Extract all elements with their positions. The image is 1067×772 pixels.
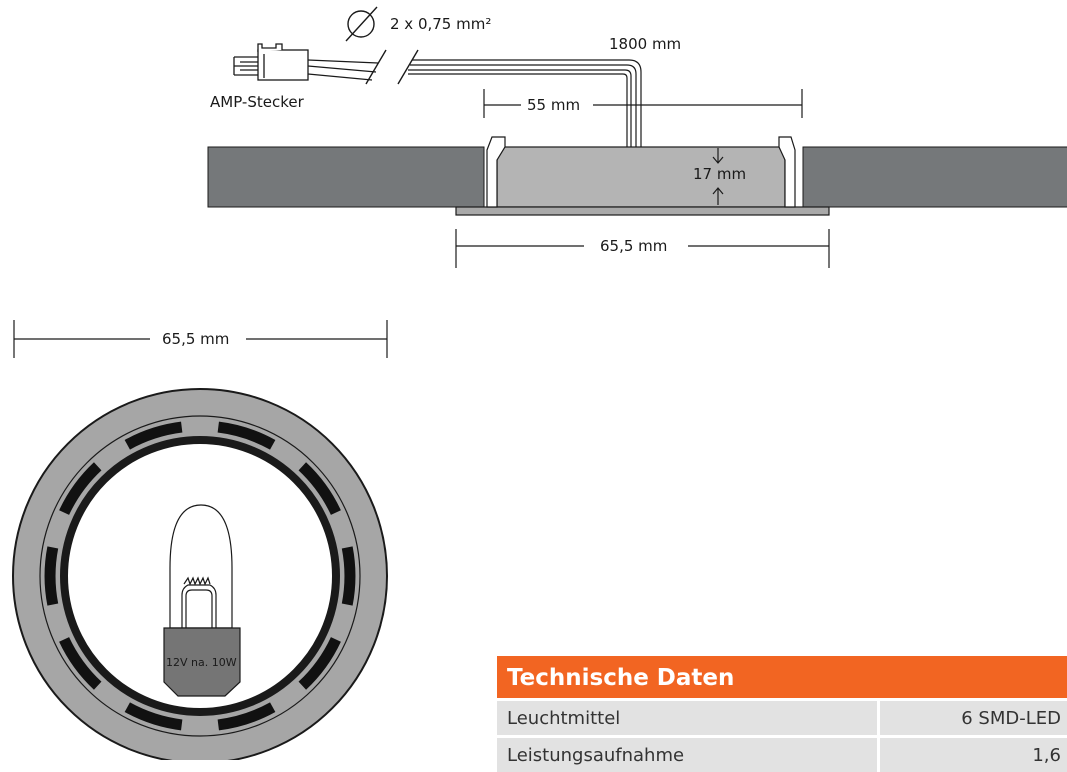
bulb-icon [163,504,241,697]
table-row: Leistungsaufnahme 1,6 [497,738,1067,772]
cable-spec-label: 2 x 0,75 mm² [390,15,491,33]
connector-and-cable [233,43,642,148]
led-slot [124,421,183,450]
table-row: Leuchtmittel 6 SMD-LED [497,701,1067,735]
dimension-55-lines [483,89,803,118]
outer-width-top-label: 65,5 mm [162,330,229,348]
technical-data-title: Technische Daten [497,656,1067,698]
led-slot [341,546,356,606]
light-housing [496,146,786,208]
spring-clip-left [486,136,506,208]
diameter-icon [345,6,378,42]
top-view: 65,5 mm 12V na. 10W [12,320,388,760]
led-slot [217,702,276,731]
outer-width-side-label: 65,5 mm [600,237,667,255]
led-slot [59,636,102,690]
row-label: Leistungsaufnahme [497,738,877,772]
dimension-17-arrows [712,148,724,205]
row-label: Leuchtmittel [497,701,877,735]
height-label: 17 mm [693,165,746,183]
mounting-panel-left [207,146,485,208]
cutout-width-label: 55 mm [527,96,580,114]
bulb-label: 12V na. 10W [166,656,237,669]
led-slot [59,462,102,516]
amp-connector-icon [233,43,309,81]
row-value: 1,6 [880,738,1067,772]
cable-length-label: 1800 mm [609,35,681,53]
led-slot [298,636,341,690]
side-view: 55 mm 17 mm 65,5 mm [207,89,1067,268]
led-slots [44,421,356,731]
led-slot [124,702,183,731]
led-slot [44,546,59,606]
row-value: 6 SMD-LED [880,701,1067,735]
spring-clip-right [778,136,796,208]
led-slot [298,462,341,516]
led-slot [217,421,276,450]
mounting-panel-right [802,146,1067,208]
dimension-655-top-lines [13,320,388,358]
technical-data-table: Technische Daten Leuchtmittel 6 SMD-LED … [497,656,1067,772]
flange [455,206,830,216]
dimension-655-lines [455,229,830,268]
inner-ring-line [39,415,361,737]
connector-label: AMP-Stecker [210,93,305,111]
